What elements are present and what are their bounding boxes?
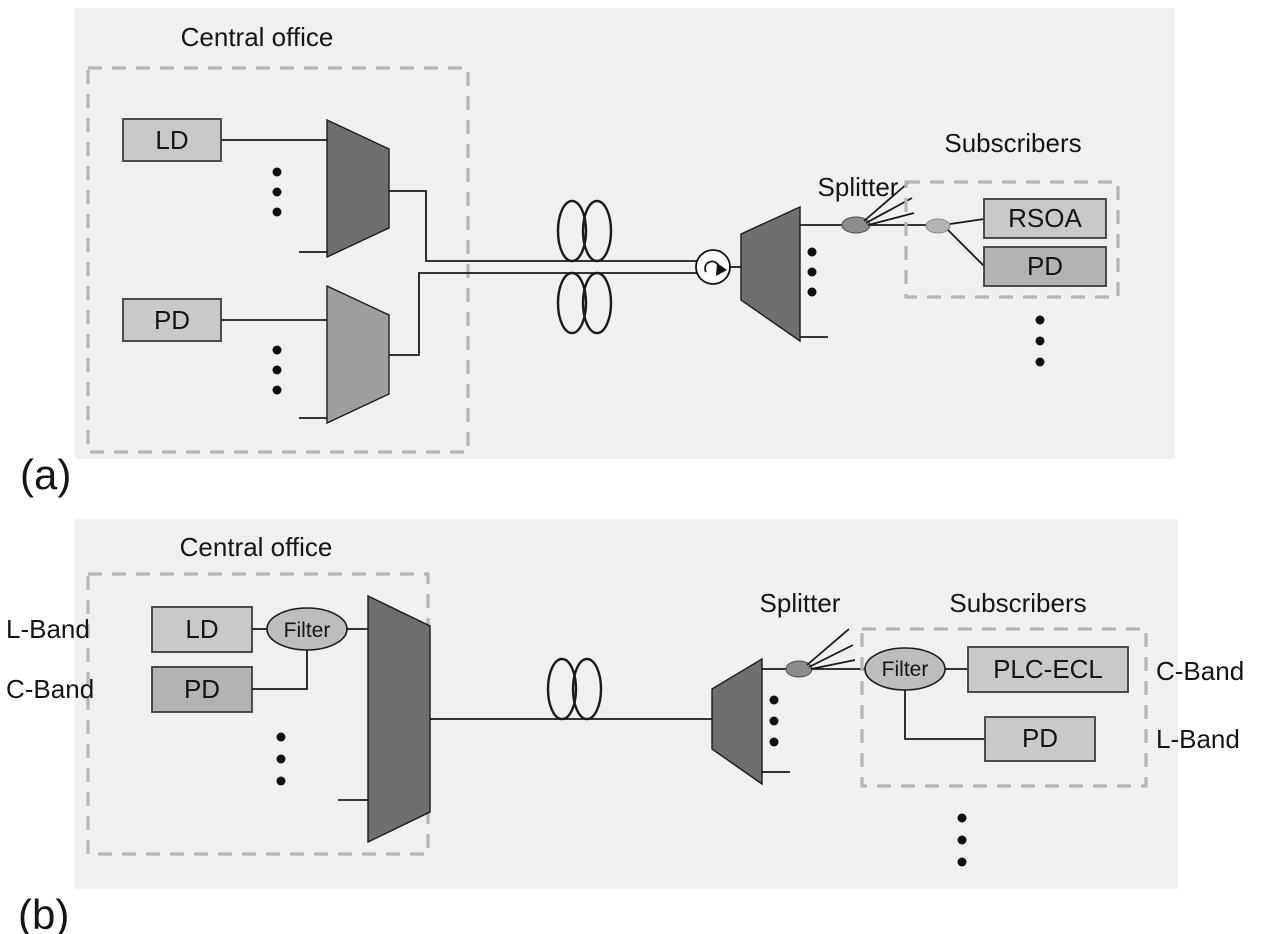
ld-label-a: LD — [155, 125, 188, 155]
panel-a: Central office LD PD — [75, 8, 1175, 459]
subscriber-pd-label-a: PD — [1027, 251, 1063, 281]
pd-label-b: PD — [184, 674, 220, 704]
ellipsis-dots — [272, 345, 282, 395]
l-band-label-right: L-Band — [1156, 724, 1240, 754]
awg-mux-icon — [367, 594, 431, 844]
subscriber-pd-label-b: PD — [1022, 723, 1058, 753]
panel-b: Central office L-Band C-Band LD PD Filte… — [6, 519, 1244, 889]
pd-box-b — [151, 666, 253, 713]
plc-ecl-label: PLC-ECL — [993, 654, 1103, 684]
circulator-arrowhead — [716, 263, 727, 276]
ellipsis-dots — [272, 167, 282, 217]
c-band-label-left: C-Band — [6, 674, 94, 704]
remote-node-awg-icon — [740, 205, 801, 343]
ellipsis-dots — [807, 247, 817, 297]
ellipsis-dots — [769, 695, 779, 747]
coupler-to-rsoa-wire — [949, 218, 985, 225]
upstream-feeder-fiber — [389, 272, 713, 356]
subscriber-pd-box-b — [984, 716, 1096, 762]
panel-b-tag: (b) — [18, 891, 69, 934]
subscriber-pd-box-a — [983, 246, 1107, 287]
awg-demux-icon — [326, 284, 390, 425]
splitter-label-b: Splitter — [760, 588, 841, 618]
subscribers-label-b: Subscribers — [949, 588, 1086, 618]
splitter-fanout-lines — [863, 182, 915, 226]
ellipsis-dots — [957, 813, 967, 867]
ld-box-b — [151, 606, 253, 653]
pd-box-a — [122, 298, 222, 342]
central-office-label-a: Central office — [181, 22, 334, 52]
central-office-label-b: Central office — [180, 532, 333, 562]
panel-a-tag: (a) — [20, 451, 71, 498]
plc-ecl-box — [967, 646, 1129, 693]
ld-box-a — [122, 118, 222, 162]
filter-label-co: Filter — [284, 619, 331, 642]
coupler-to-pd-wire — [947, 229, 985, 267]
fiber-coil-icon — [556, 199, 613, 263]
circulator-icon — [695, 249, 731, 285]
fiber-coil-icon — [556, 271, 613, 335]
filter-label-subscriber: Filter — [882, 658, 929, 681]
filter-to-pd-wire — [904, 690, 985, 740]
subscribers-boundary-b — [860, 627, 1148, 788]
splitter-label-a: Splitter — [818, 172, 899, 202]
fiber-coil-icon — [546, 657, 603, 721]
splitter-fanout-lines — [806, 628, 856, 670]
pd-to-filter-wire — [252, 650, 308, 690]
coupler-icon — [925, 218, 951, 234]
rsoa-box — [983, 198, 1107, 239]
panel-b-background — [75, 519, 1178, 889]
pd-label-a: PD — [154, 305, 190, 335]
rsoa-label: RSOA — [1008, 203, 1082, 233]
ellipsis-dots — [276, 732, 286, 786]
ellipsis-dots — [1035, 315, 1045, 367]
c-band-label-right: C-Band — [1156, 656, 1244, 686]
ld-label-b: LD — [185, 614, 218, 644]
subscribers-boundary-a — [904, 180, 1120, 299]
subscribers-label-a: Subscribers — [944, 128, 1081, 158]
remote-node-awg-icon — [711, 657, 763, 786]
l-band-label-left: L-Band — [6, 614, 90, 644]
awg-mux-icon — [326, 118, 390, 259]
